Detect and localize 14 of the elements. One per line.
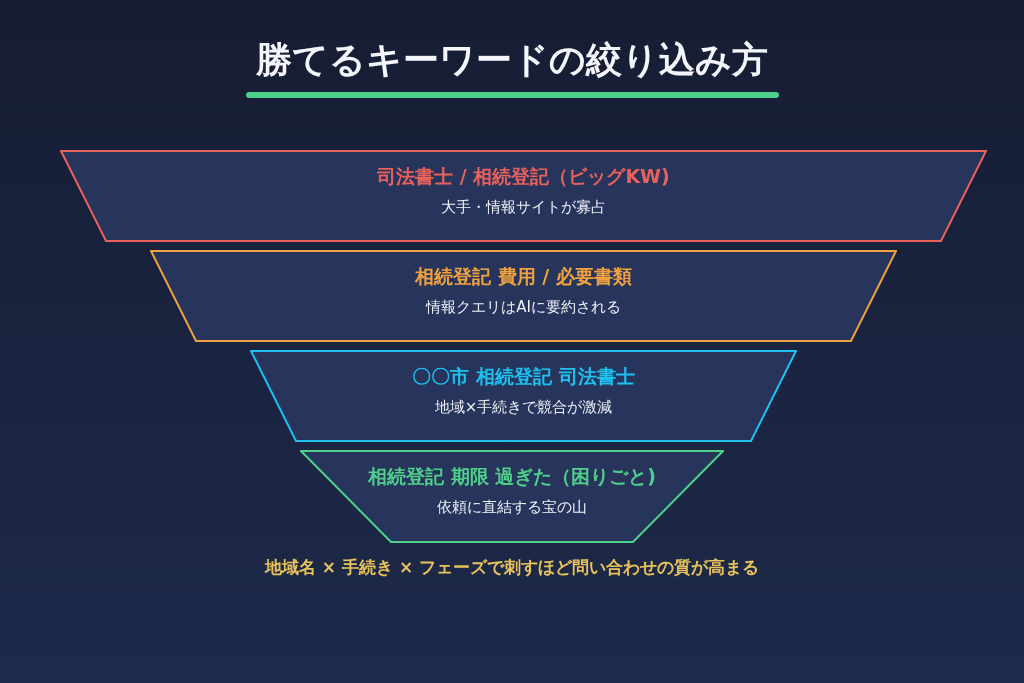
funnel-tier: [250, 350, 797, 442]
funnel-tier: [300, 450, 724, 543]
tier-description: 地域×手続きで競合が激減: [433, 398, 614, 417]
funnel-tier: [60, 150, 987, 242]
tier-heading: 〇〇市 相続登記 司法書士: [411, 364, 636, 389]
tier-heading: 司法書士 / 相続登記（ビッグKW): [376, 164, 671, 189]
title: 勝てるキーワードの絞り込み方: [255, 38, 769, 82]
tier-description: 依頼に直結する宝の山: [436, 498, 588, 517]
tier-heading: 相続登記 期限 過ぎた（困りごと): [366, 464, 657, 489]
funnel-tier: [150, 250, 897, 342]
tier-heading: 相続登記 費用 / 必要書類: [413, 264, 633, 289]
footnote: 地域名 × 手続き × フェーズで刺すほど問い合わせの質が高まる: [263, 556, 761, 579]
tier-description: 大手・情報サイトが寡占: [440, 198, 607, 217]
tier-description: 情報クエリはAIに要約される: [424, 298, 622, 317]
